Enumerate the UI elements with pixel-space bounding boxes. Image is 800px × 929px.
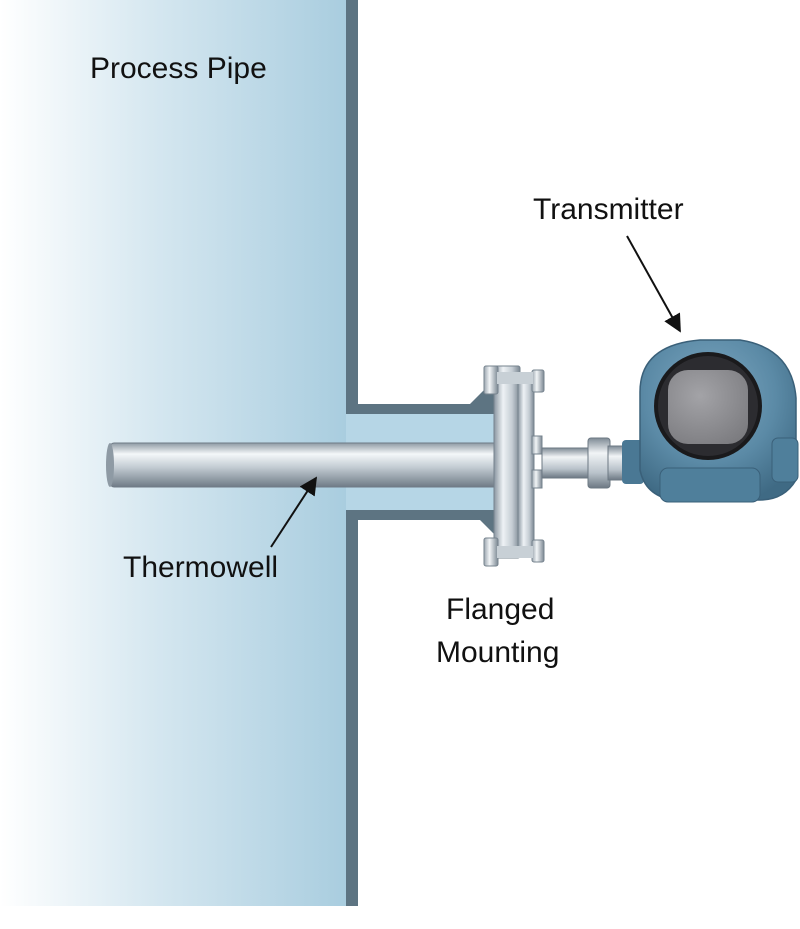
- nozzle-wall-bottom: [346, 510, 498, 520]
- flange-bolt-mid-bottom: [531, 469, 543, 489]
- thermowell: [106, 442, 501, 488]
- union-nut: [587, 437, 611, 489]
- extension-fitting: [541, 437, 629, 489]
- nozzle-flare-bottom: [470, 510, 498, 538]
- process-pipe-label: Process Pipe: [90, 52, 267, 85]
- transmitter-conduit-entry: [622, 440, 644, 484]
- flange-bolt-mid-top: [531, 435, 543, 455]
- flanged-mounting: [483, 365, 545, 567]
- extension-nipple: [541, 447, 591, 479]
- flange-plate: [493, 365, 521, 559]
- flange-bolt-bottom: [483, 537, 545, 567]
- flange-mating-plate: [517, 373, 535, 551]
- display-face: [668, 370, 748, 444]
- thermowell-arrow: [270, 476, 317, 548]
- nozzle-wall-top: [346, 404, 498, 414]
- thermowell-label: Thermowell: [123, 551, 278, 584]
- pipe-wall: [346, 0, 480, 412]
- thermowell-tip: [106, 443, 114, 487]
- transmitter: [622, 339, 799, 503]
- transmitter-label: Transmitter: [533, 193, 684, 226]
- transmitter-side-boss: [771, 437, 799, 483]
- transmitter-arrow: [626, 235, 681, 333]
- transmitter-lower-housing: [659, 467, 761, 503]
- pipe-wall-upper: [346, 20, 358, 412]
- thermowell-rod: [109, 442, 501, 488]
- flanged-mounting-label-line2: Mounting: [436, 636, 559, 669]
- pipe-wall-lower: [346, 512, 358, 906]
- flanged-mounting-label-line1: Flanged: [446, 593, 554, 626]
- flange-bolt-top: [483, 365, 545, 395]
